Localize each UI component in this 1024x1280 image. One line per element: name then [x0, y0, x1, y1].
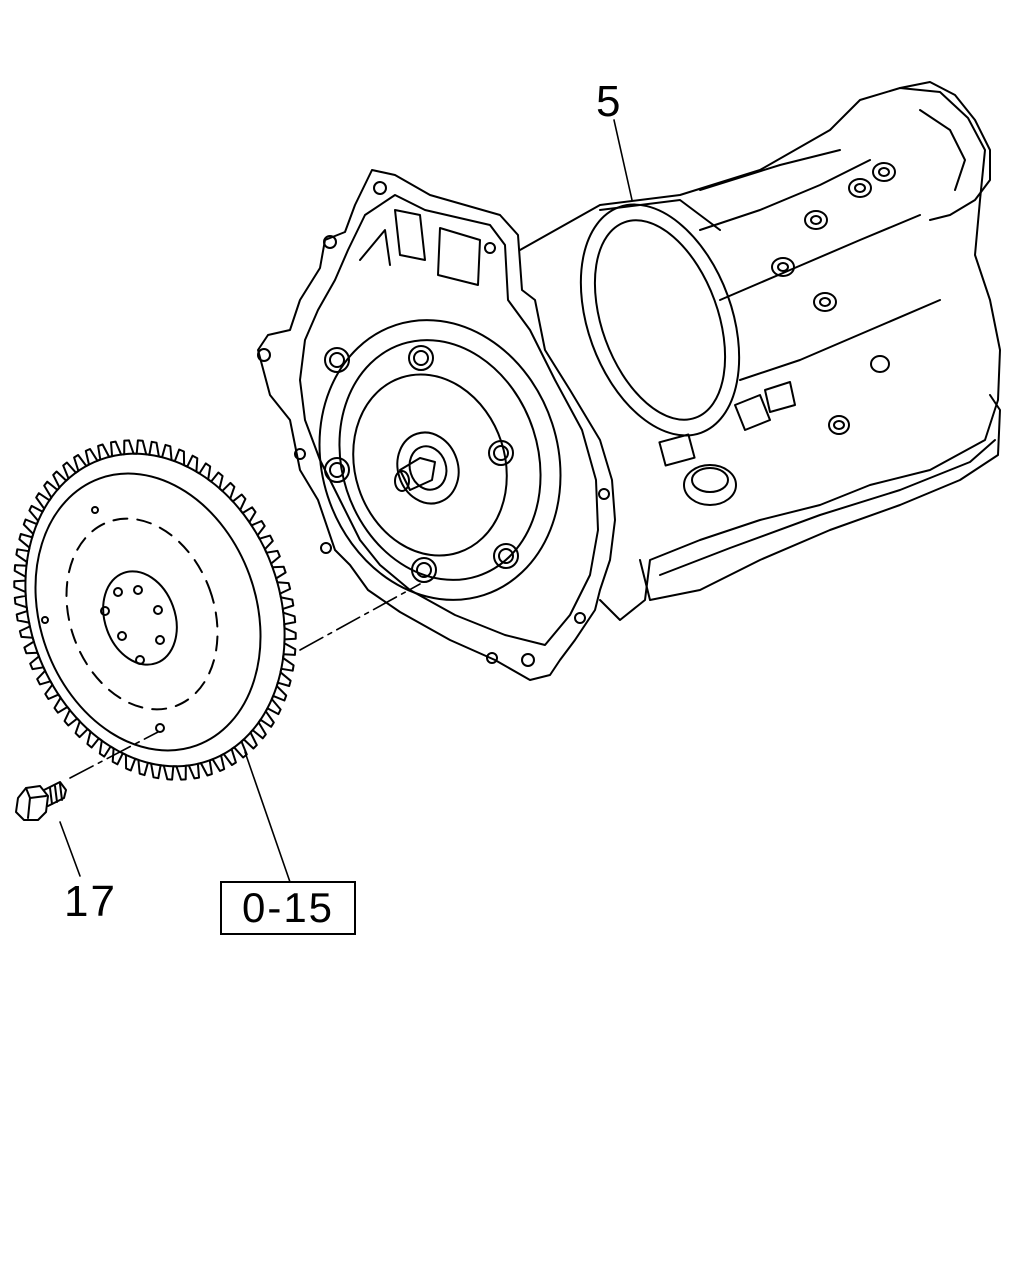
callout-bolt: 17: [64, 877, 117, 926]
leader-0-15: [244, 751, 291, 883]
leader-17: [59, 821, 81, 877]
bolt-to-flexplate-line: [69, 731, 159, 779]
transmission-main-case: [519, 87, 1001, 621]
flexplate-holes: [41, 506, 165, 733]
flexplate-to-converter-line: [299, 583, 421, 651]
torque-converter: [318, 319, 562, 601]
oil-pan: [639, 394, 1001, 601]
flexplate-center: [102, 570, 178, 666]
flexplate: [13, 439, 297, 781]
drain-plug: [683, 464, 737, 506]
transmission-assembly: [519, 81, 1001, 621]
converter-outer: [318, 319, 562, 601]
flexplate-rim: [24, 452, 286, 768]
converter-hub: [396, 431, 460, 505]
callout-transmission: 5: [596, 77, 623, 126]
assembly-lines: [59, 119, 633, 883]
bell-housing: [257, 169, 616, 681]
bolt: [15, 781, 67, 821]
rear-extension: [899, 81, 991, 221]
bell-housing-outline: [257, 169, 616, 681]
bell-housing-collar: [579, 203, 741, 437]
bolt-shank: [43, 781, 67, 807]
leader-5: [613, 119, 633, 201]
reference-box-flywheel[interactable]: 0-15: [220, 881, 356, 935]
bolt-head: [15, 785, 49, 821]
converter-studs: [324, 345, 519, 583]
